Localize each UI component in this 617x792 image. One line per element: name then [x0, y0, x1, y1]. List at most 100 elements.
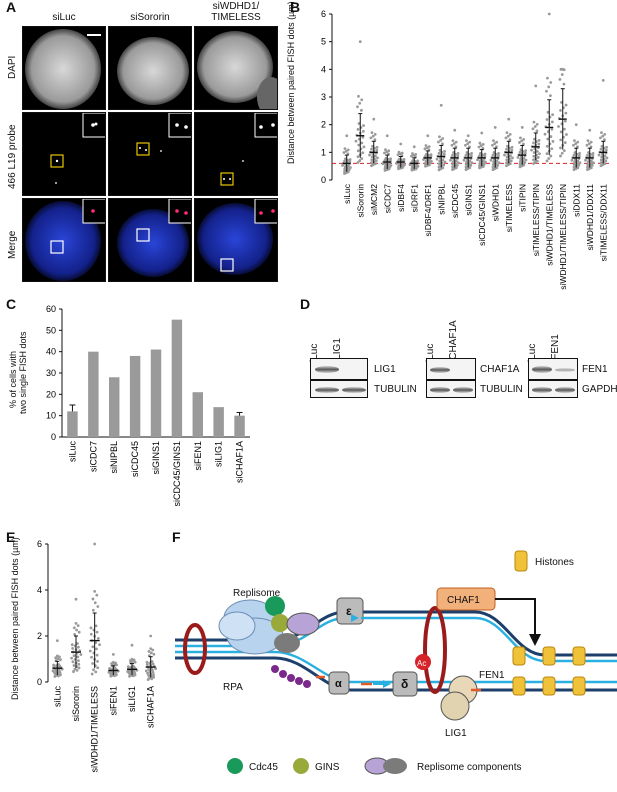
- panel-e-point: [146, 671, 149, 675]
- panel-e-point: [51, 669, 55, 673]
- panel-b-point: [495, 140, 499, 144]
- panel-e-point: [92, 668, 95, 672]
- panel-b-point: [577, 154, 581, 158]
- panel-b-point: [466, 142, 470, 146]
- panel-e-point: [98, 643, 101, 647]
- panel-e-category-label: siLIG1: [127, 686, 137, 712]
- panel-b-point: [564, 111, 568, 115]
- panel-e-point: [94, 624, 98, 628]
- panel-e-point: [70, 643, 74, 647]
- panel-c-bar: [109, 377, 120, 437]
- panel-b-category-label: siWDHD1: [490, 184, 500, 222]
- panel-e-point: [74, 622, 78, 625]
- panel-b-point: [360, 98, 364, 102]
- panel-b-point: [360, 141, 364, 145]
- panel-b-point: [508, 154, 512, 158]
- panel-b-point: [443, 149, 446, 153]
- panel-b-point: [361, 129, 365, 133]
- panel-b-point: [389, 157, 392, 161]
- panel-b-point: [439, 103, 443, 107]
- panel-e-point: [147, 674, 151, 678]
- panel-b-point: [605, 145, 608, 149]
- panel-b-point: [532, 151, 536, 154]
- panel-b-point: [503, 153, 506, 157]
- panel-b-point: [563, 141, 567, 144]
- panel-b-point: [587, 142, 591, 146]
- panel-e-point: [73, 667, 77, 671]
- panel-b-point: [451, 139, 455, 143]
- panel-b-point: [518, 162, 522, 166]
- panel-b-point: [384, 148, 387, 152]
- panel-b-point: [550, 120, 554, 124]
- panel-e-point: [149, 634, 153, 638]
- panel-b-point: [453, 128, 457, 132]
- panel-e-point: [95, 647, 98, 651]
- panel-b-point: [343, 169, 346, 173]
- panel-b-point: [437, 162, 441, 166]
- panel-b-point: [538, 152, 541, 156]
- blot1-target-label: LIG1: [374, 364, 396, 375]
- panel-b-point: [586, 139, 590, 143]
- panel-b-point: [478, 162, 482, 165]
- panel-b-ytick-label: 3: [321, 92, 326, 102]
- blot3-target-label: FEN1: [582, 364, 608, 375]
- panel-b-point: [465, 151, 469, 154]
- panel-b-point: [588, 128, 592, 132]
- panel-b-point: [599, 147, 603, 151]
- panel-b-point: [370, 147, 373, 151]
- panel-b-point: [589, 140, 593, 144]
- panel-b-point: [468, 145, 471, 149]
- panel-b-point: [600, 144, 604, 148]
- panel-letter-a: A: [6, 0, 17, 15]
- panel-letter-e: E: [6, 529, 16, 545]
- panel-e-point: [91, 608, 95, 612]
- panel-b-point: [389, 164, 393, 167]
- panel-b-point: [412, 145, 416, 149]
- panel-b-point: [492, 160, 496, 164]
- panel-c-ytick-label: 60: [46, 304, 56, 314]
- panel-b-point: [508, 132, 512, 136]
- panel-b-point: [506, 134, 510, 138]
- panel-b-point: [479, 144, 483, 148]
- panel-e-point: [151, 671, 155, 674]
- panel-b-point: [589, 145, 593, 149]
- panel-e-point: [152, 675, 156, 679]
- panel-e-point: [96, 666, 100, 670]
- panel-b-point: [442, 152, 446, 156]
- blot2-loading-label: TUBULIN: [480, 384, 523, 395]
- panel-b-point: [481, 146, 485, 150]
- panel-b-point: [551, 113, 554, 117]
- panel-b-point: [510, 148, 514, 152]
- panel-b-point: [442, 163, 446, 167]
- row-header-probe: 466 L19 probe: [7, 124, 18, 189]
- panel-b-point: [537, 139, 541, 142]
- panel-b-point: [343, 159, 346, 163]
- panel-b-point: [586, 160, 590, 164]
- panel-b-point: [373, 154, 377, 158]
- panel-e-point: [151, 648, 155, 652]
- panel-e-point: [76, 655, 80, 659]
- panel-c-category-label: siCDC45/GINS1: [172, 441, 182, 507]
- panel-b-point: [549, 81, 553, 84]
- lig1-label: LIG1: [445, 728, 467, 739]
- panel-b-point: [450, 143, 454, 147]
- panel-b-point: [357, 94, 360, 98]
- panel-b-category-label: siNIPBL: [436, 184, 446, 215]
- panel-b-point: [562, 149, 566, 153]
- panel-b-point: [535, 149, 539, 153]
- panel-b-point: [603, 132, 607, 136]
- panel-b-point: [466, 134, 470, 138]
- panel-b-point: [343, 147, 347, 151]
- panel-b-point: [519, 136, 522, 140]
- panel-b-point: [425, 152, 428, 156]
- panel-b-point: [362, 124, 365, 127]
- panel-b-point: [478, 154, 481, 157]
- panel-b-point: [483, 154, 487, 158]
- nucleosomes: [512, 646, 586, 696]
- panel-b-category-label: siTIMELESS/TIPIN: [531, 184, 541, 256]
- panel-e-point: [89, 632, 93, 636]
- panel-e-point: [79, 653, 83, 656]
- panel-b-point: [576, 145, 579, 149]
- panel-b-point: [563, 119, 567, 123]
- panel-e-point: [72, 626, 76, 630]
